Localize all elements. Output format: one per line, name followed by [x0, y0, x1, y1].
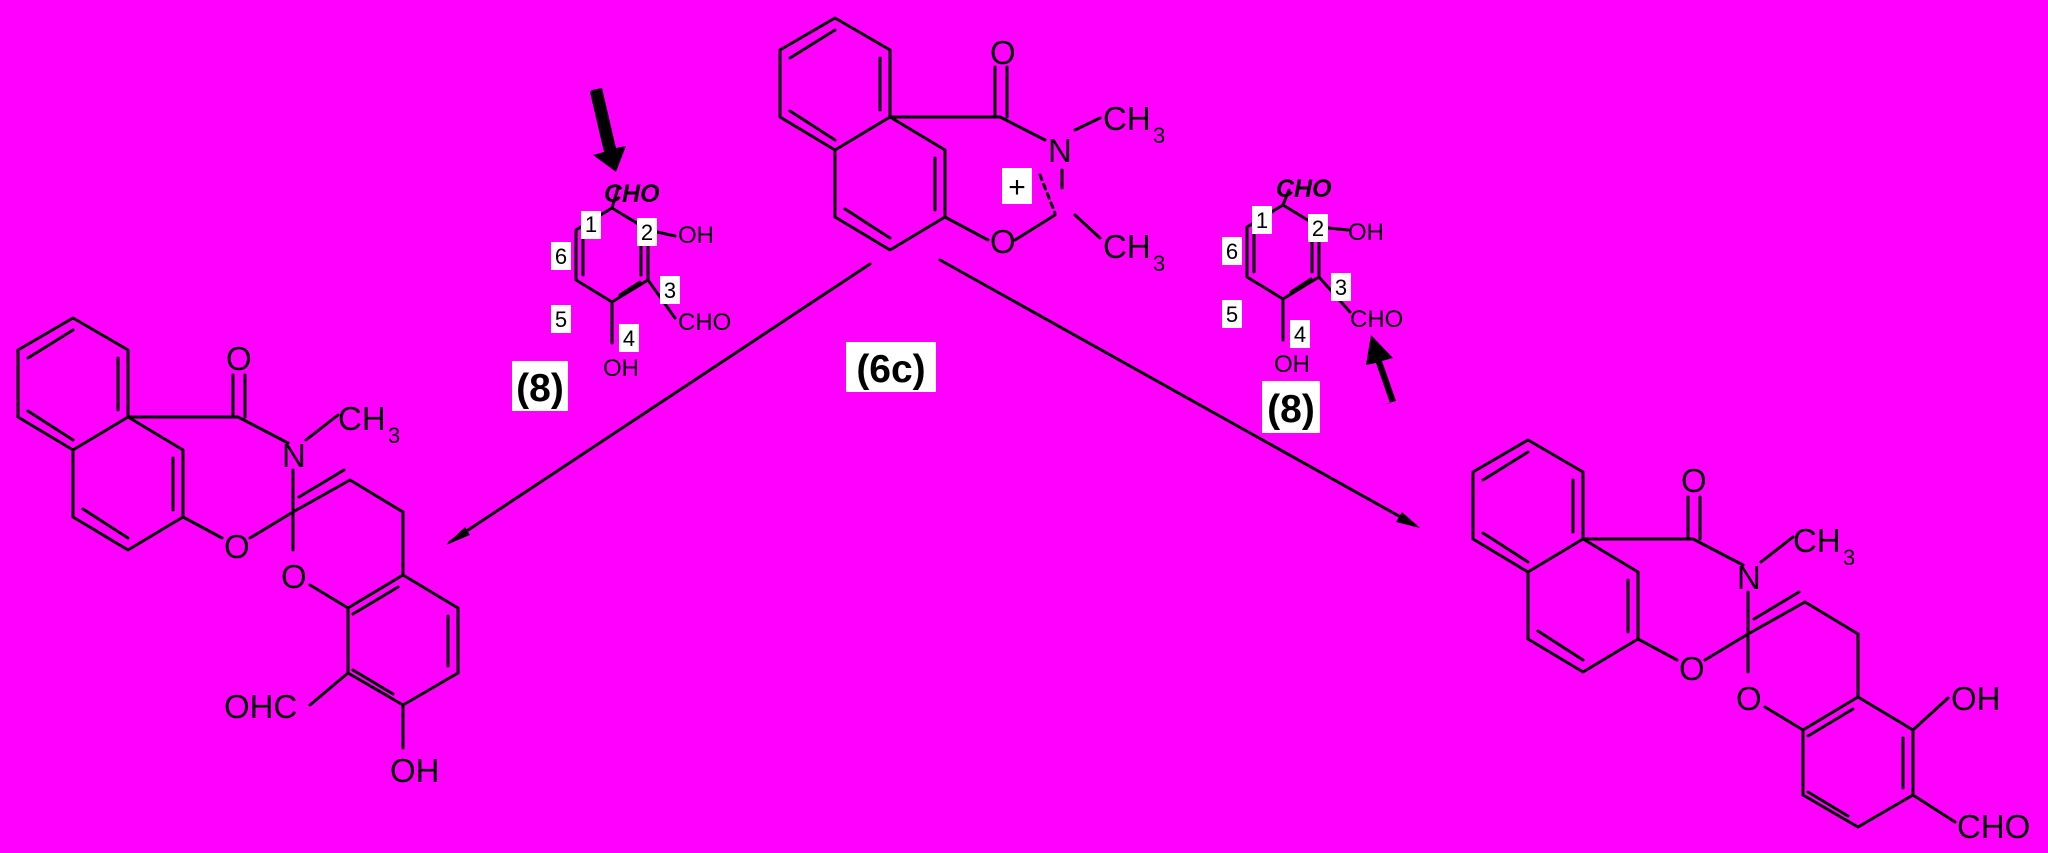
spiro-right-carbonyl-o: O: [1681, 462, 1707, 499]
spiro-left-ohc: OHC: [224, 688, 297, 725]
nitrogen-atom: N: [1048, 132, 1072, 169]
spiro-left-ch: CH: [338, 400, 386, 437]
svg-text:3: 3: [664, 278, 676, 303]
spiro-left-n: N: [282, 437, 306, 474]
plus-charge: +: [1008, 171, 1026, 204]
spiro-right-n: N: [1737, 559, 1761, 596]
left-position-numbers: 1 2 3 4 5 6: [551, 211, 680, 352]
ring-oxygen: O: [990, 223, 1016, 260]
c-methyl-label: CH: [1103, 228, 1151, 265]
reaction-arrow-right: [938, 258, 1417, 527]
left-oh-4: OH: [603, 355, 639, 382]
carbonyl-oxygen: O: [990, 34, 1016, 71]
svg-text:2: 2: [1312, 216, 1324, 241]
spiro-left-oh: OH: [390, 752, 440, 789]
spiro-left-o2: O: [281, 558, 307, 595]
left-compound-label: (8): [516, 367, 564, 410]
spiro-right-cho: CHO: [1957, 808, 2030, 845]
left-cho-3: CHO: [678, 309, 731, 336]
spiro-left-o1: O: [224, 528, 250, 565]
n-methyl-label: CH: [1103, 100, 1151, 137]
spiro-left-carbonyl-o: O: [226, 340, 252, 377]
right-oh-4: OH: [1274, 351, 1310, 378]
spiro-right-oh: OH: [1951, 680, 2001, 717]
svg-text:3: 3: [1335, 275, 1347, 300]
spiro-left-sub3: 3: [388, 423, 400, 448]
spiro-product-right: O N CH 3 O O OH CHO: [1471, 438, 2030, 845]
svg-text:1: 1: [1256, 208, 1268, 233]
spiro-right-ch: CH: [1793, 522, 1841, 559]
reaction-arrow-left: [448, 262, 872, 544]
compound-label-box: [846, 342, 936, 392]
svg-text:5: 5: [1226, 302, 1238, 327]
svg-text:6: 6: [1226, 239, 1238, 264]
spiro-left-bonds: [16, 316, 460, 750]
right-compound-label: (8): [1267, 388, 1315, 431]
aldehyde-8-right: CHO OH CHO OH 1 2 3 4 5 6 (8): [1222, 175, 1403, 433]
svg-text:6: 6: [555, 244, 567, 269]
n-methyl-subscript: 3: [1153, 123, 1165, 148]
left-oh-2: OH: [678, 222, 714, 249]
right-oh-2: OH: [1348, 219, 1384, 246]
left-cho-label: CHO: [604, 180, 660, 208]
reaction-arrows: [446, 258, 1420, 545]
c-methyl-subscript: 3: [1153, 251, 1165, 276]
reaction-arrowhead-right: [1396, 512, 1420, 528]
right-position-numbers: 1 2 3 4 5 6: [1222, 206, 1351, 348]
right-cho-3: CHO: [1350, 306, 1403, 333]
right-label-box: [1262, 381, 1320, 433]
reaction-arrowhead-left: [446, 527, 470, 545]
attack-arrow-left: [590, 88, 626, 172]
benzoxazinone-6c: O N CH 3 O CH 3 + (6c): [778, 16, 1165, 392]
spiro-right-o1: O: [1679, 650, 1705, 687]
svg-text:4: 4: [623, 326, 635, 351]
spiro-right-o2: O: [1736, 680, 1762, 717]
compound-label-6c: (6c): [856, 348, 925, 391]
attack-arrow-right: [1366, 335, 1396, 405]
svg-text:5: 5: [555, 307, 567, 332]
svg-text:2: 2: [641, 220, 653, 245]
spiro-right-bonds: [1471, 438, 1957, 829]
svg-text:1: 1: [585, 212, 597, 237]
benzoxazinone-bonds: [778, 16, 1102, 252]
spiro-right-sub3: 3: [1843, 545, 1855, 570]
spiro-product-left: O N CH 3 O O OHC OH: [16, 316, 460, 789]
svg-text:4: 4: [1294, 322, 1306, 347]
left-label-box: [512, 361, 568, 411]
right-cho-label: CHO: [1276, 175, 1332, 203]
aldehyde-8-left: CHO OH CHO OH 1 2 3 4 5 6 (8): [512, 88, 731, 411]
plus-charge-box: [1002, 168, 1032, 204]
